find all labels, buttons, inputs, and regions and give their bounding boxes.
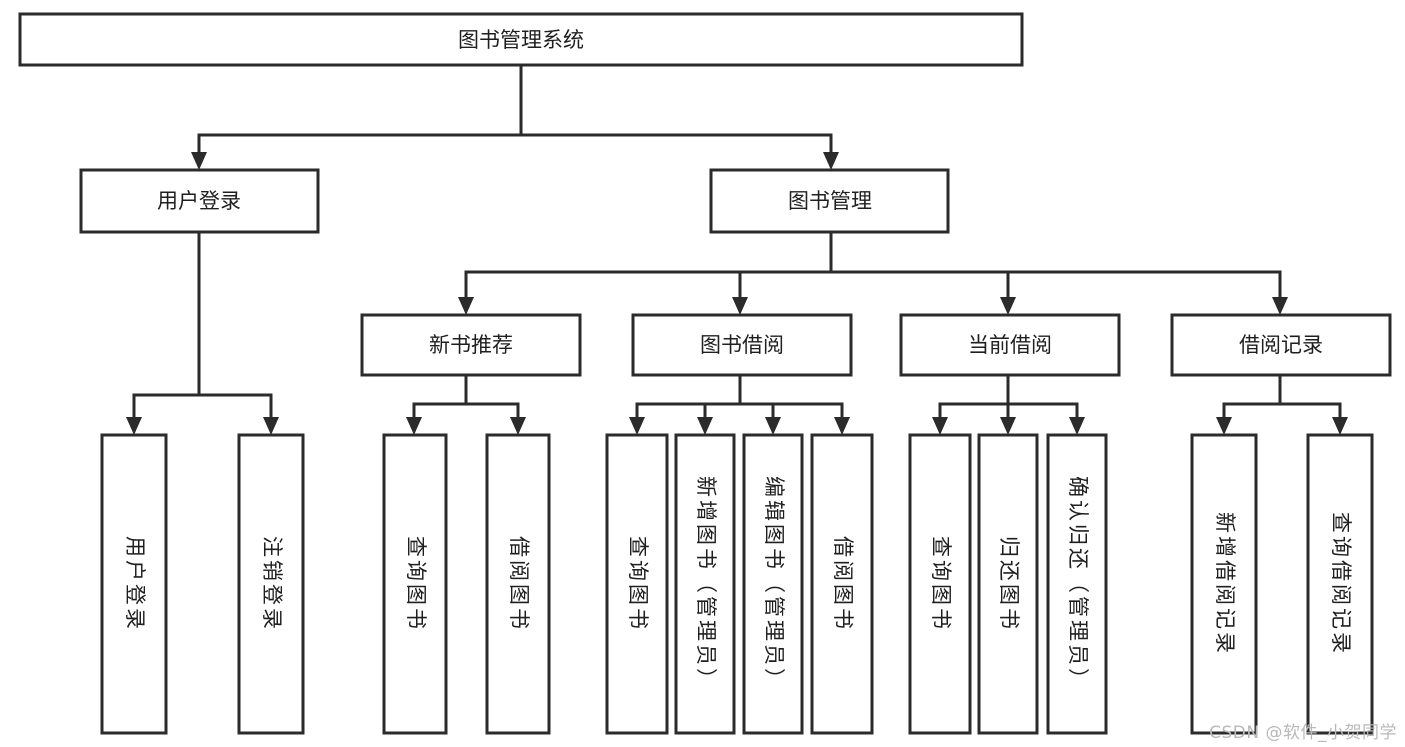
- arrowhead-borrow-leaf-4: [834, 417, 850, 435]
- node-user-login-label: 用户登录: [157, 189, 241, 213]
- leaf-borrow-query-book-box[interactable]: [605, 433, 669, 735]
- node-book-management[interactable]: 图书管理: [709, 168, 950, 234]
- leaf-node[interactable]: 归还图书: [977, 433, 1039, 735]
- leaf-node[interactable]: 编辑图书（管理员）: [742, 433, 804, 735]
- arrowhead-current-borrow: [1000, 297, 1016, 315]
- node-current-borrow-label: 当前借阅: [968, 333, 1052, 357]
- node-book-management-label: 图书管理: [788, 189, 872, 213]
- arrowhead-leaf-logout: [263, 417, 279, 435]
- leaf-borrow-borrow-book-box[interactable]: [810, 433, 874, 735]
- leaf-node[interactable]: 新增图书（管理员）: [674, 433, 736, 735]
- arrowhead-user-login: [191, 152, 207, 170]
- leaf-node[interactable]: 查询图书: [605, 433, 669, 735]
- arrowhead-record-leaf-1: [1216, 417, 1232, 435]
- leaf-node[interactable]: 查询图书: [908, 433, 972, 735]
- leaf-borrow-add-book-label: 新增图书（管理员）: [694, 476, 718, 692]
- arrowhead-recommend-leaf-2: [510, 417, 526, 435]
- arrowhead-current-leaf-3: [1069, 417, 1085, 435]
- arrowhead-book-mgmt: [823, 152, 839, 170]
- node-root-box[interactable]: [18, 12, 1024, 67]
- node-borrow-record-label: 借阅记录: [1239, 333, 1323, 357]
- arrowhead-borrow-leaf-3: [765, 417, 781, 435]
- arrowhead-record-leaf-2: [1332, 417, 1348, 435]
- connector-layer: [126, 63, 1348, 435]
- node-root[interactable]: 图书管理系统: [18, 12, 1024, 67]
- leaf-recommend-query-book-box[interactable]: [382, 433, 448, 735]
- arrowhead-borrow-leaf-1: [629, 417, 645, 435]
- arrowhead-borrow-record: [1272, 297, 1288, 315]
- leaf-current-query-book-box[interactable]: [908, 433, 972, 735]
- arrowhead-current-leaf-2: [1000, 417, 1016, 435]
- leaf-user-login-box[interactable]: [100, 433, 168, 735]
- arrowhead-borrow-leaf-2: [697, 417, 713, 435]
- leaf-record-query-label: 查询借阅记录: [1329, 512, 1353, 656]
- node-new-book-recommend[interactable]: 新书推荐: [360, 313, 582, 377]
- leaf-borrow-query-book-label: 查询图书: [626, 536, 650, 632]
- leaf-record-query-box[interactable]: [1306, 433, 1374, 735]
- leaf-node[interactable]: 确认归还（管理员）: [1046, 433, 1108, 735]
- node-new-book-recommend-box[interactable]: [360, 313, 582, 377]
- node-borrow-record[interactable]: 借阅记录: [1170, 313, 1392, 377]
- node-current-borrow[interactable]: 当前借阅: [899, 313, 1121, 377]
- node-user-login-box[interactable]: [79, 168, 320, 234]
- leaf-borrow-edit-book-box[interactable]: [742, 433, 804, 735]
- leaf-node[interactable]: 查询借阅记录: [1306, 433, 1374, 735]
- leaf-recommend-query-book-label: 查询图书: [404, 536, 428, 632]
- node-book-borrow-box[interactable]: [631, 313, 853, 377]
- node-user-login[interactable]: 用户登录: [79, 168, 320, 234]
- leaf-borrow-borrow-book-label: 借阅图书: [831, 536, 855, 632]
- leaf-node[interactable]: 新增借阅记录: [1190, 433, 1258, 735]
- node-current-borrow-box[interactable]: [899, 313, 1121, 377]
- arrowhead-new-book-recommend: [458, 297, 474, 315]
- leaf-current-return-book-label: 归还图书: [997, 536, 1021, 632]
- leaf-node[interactable]: 用户登录: [100, 433, 168, 735]
- node-new-book-recommend-label: 新书推荐: [429, 333, 513, 357]
- node-root-label: 图书管理系统: [458, 28, 584, 52]
- leaf-current-return-book-box[interactable]: [977, 433, 1039, 735]
- arrowhead-current-leaf-1: [932, 417, 948, 435]
- leaf-current-query-book-label: 查询图书: [929, 536, 953, 632]
- leaf-borrow-add-book-box[interactable]: [674, 433, 736, 735]
- node-borrow-record-box[interactable]: [1170, 313, 1392, 377]
- leaf-current-confirm-return-label: 确认归还（管理员）: [1066, 476, 1090, 692]
- leaf-record-add-box[interactable]: [1190, 433, 1258, 735]
- arrowhead-book-borrow: [732, 297, 748, 315]
- leaf-node[interactable]: 注销登录: [237, 433, 305, 735]
- node-book-management-box[interactable]: [709, 168, 950, 234]
- leaf-logout-box[interactable]: [237, 433, 305, 735]
- leaf-user-login-label: 用户登录: [123, 536, 147, 632]
- leaf-recommend-borrow-book-label: 借阅图书: [507, 536, 531, 632]
- leaf-borrow-edit-book-label: 编辑图书（管理员）: [762, 476, 786, 692]
- leaf-node[interactable]: 查询图书: [382, 433, 448, 735]
- leaf-node[interactable]: 借阅图书: [810, 433, 874, 735]
- node-book-borrow-label: 图书借阅: [700, 333, 784, 357]
- arrowhead-leaf-user-login: [126, 417, 142, 435]
- leaf-current-confirm-return-box[interactable]: [1046, 433, 1108, 735]
- leaf-recommend-borrow-book-box[interactable]: [485, 433, 551, 735]
- leaf-logout-label: 注销登录: [260, 536, 284, 632]
- arrowhead-recommend-leaf-1: [406, 417, 422, 435]
- node-book-borrow[interactable]: 图书借阅: [631, 313, 853, 377]
- leaf-node[interactable]: 借阅图书: [485, 433, 551, 735]
- leaf-record-add-label: 新增借阅记录: [1213, 512, 1237, 656]
